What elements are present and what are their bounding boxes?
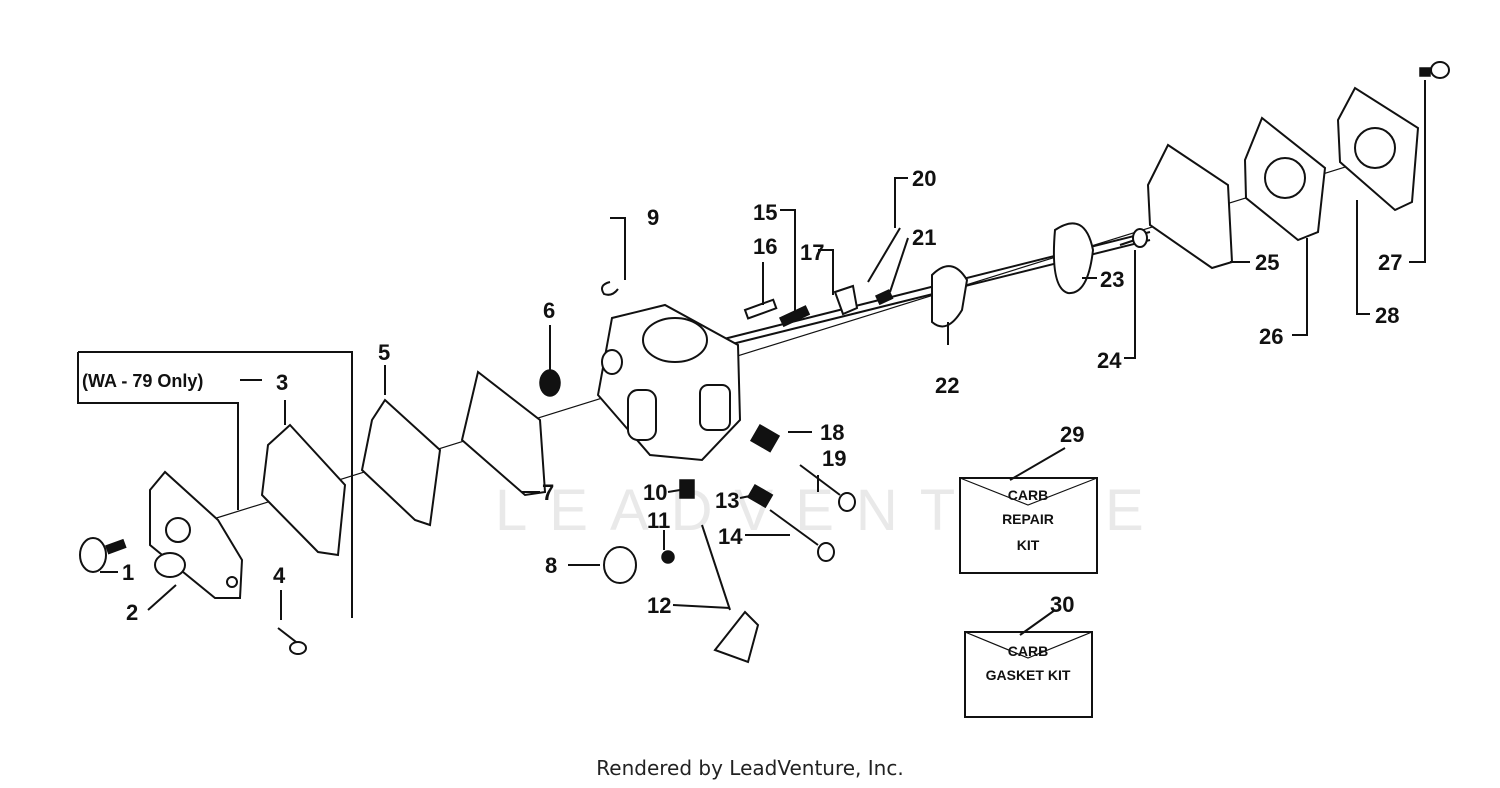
callout-21: 21 [912,225,936,250]
screw-part-1 [79,537,127,573]
wa79-note: (WA - 79 Only) [82,371,203,391]
svg-text:GASKET KIT: GASKET KIT [986,667,1071,683]
gasket-part-25 [1146,143,1234,270]
carb-repair-kit: CARB REPAIR KIT [959,477,1098,574]
stop-part-17 [833,284,859,316]
needle-part-11 [661,550,675,564]
screw-part-14 [769,509,835,562]
callout-17: 17 [800,240,824,265]
filter-part-6 [539,369,561,397]
screw-part-24 [1119,228,1148,248]
callout-26: 26 [1259,324,1283,349]
carburetor-body [596,303,742,462]
callout-5: 5 [378,340,390,365]
leader-lines [100,80,1426,636]
callout-27: 27 [1378,250,1402,275]
gasket-part-3 [260,423,347,557]
disc-part-8 [603,546,637,584]
callout-19: 19 [822,446,846,471]
callout-24: 24 [1097,348,1122,373]
footer-credit: Rendered by LeadVenture, Inc. [596,756,904,780]
callout-2: 2 [126,600,138,625]
screw-part-21 [875,289,894,306]
callout-7: 7 [542,480,554,505]
callout-18: 18 [820,420,844,445]
callout-14: 14 [718,524,743,549]
svg-text:REPAIR: REPAIR [1002,511,1054,527]
carb-gasket-kit: CARB GASKET KIT [964,631,1093,718]
diaphragm-part-7 [460,370,547,497]
throttle-plate-part-23 [1052,222,1095,295]
callout-10: 10 [643,480,667,505]
callout-8: 8 [545,553,557,578]
cover-part-2 [149,470,244,599]
callout-9: 9 [647,205,659,230]
callout-29: 29 [1060,422,1084,447]
pin-part-20 [867,227,901,283]
screw-part-19 [799,464,856,512]
screw-part-4 [277,627,307,655]
plate-part-22 [931,265,969,328]
callout-6: 6 [543,298,555,323]
pin-part-16 [743,298,778,320]
callout-15: 15 [753,200,777,225]
callout-25: 25 [1255,250,1279,275]
clip-part-9 [601,281,619,296]
callout-22: 22 [935,373,959,398]
spring-part-13 [746,483,774,509]
spring-part-10 [679,479,695,499]
callout-1: 1 [122,560,134,585]
spring-part-18 [749,423,781,453]
callout-30: 30 [1050,592,1074,617]
callout-3: 3 [276,370,288,395]
callout-4: 4 [273,563,286,588]
callout-20: 20 [912,166,936,191]
callout-13: 13 [715,488,739,513]
wa79-bracket [78,351,353,618]
lever-part-12 [701,524,760,664]
callout-23: 23 [1100,267,1124,292]
callout-16: 16 [753,234,777,259]
plate-part-5 [360,398,442,527]
svg-text:CARB: CARB [1008,487,1048,503]
callout-labels: 1 2 3 4 5 6 7 8 9 10 11 12 13 14 15 16 1… [122,166,1402,625]
exploded-parts-diagram: LEADVENTURE (WA - 79 Only) [77,61,1450,718]
callout-28: 28 [1375,303,1399,328]
svg-text:KIT: KIT [1017,537,1040,553]
callout-11: 11 [647,508,670,533]
screw-part-27 [1419,61,1450,79]
callout-12: 12 [647,593,671,618]
svg-text:CARB: CARB [1008,643,1048,659]
